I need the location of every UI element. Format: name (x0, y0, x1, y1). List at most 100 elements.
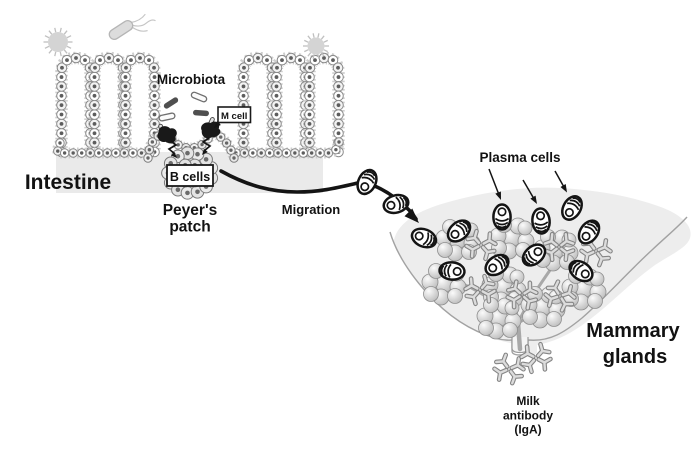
virus-icon (43, 27, 73, 57)
cell-nucleus (219, 135, 223, 139)
cell-nucleus (284, 151, 289, 155)
cell-nucleus (275, 65, 279, 70)
cell-nucleus (152, 112, 157, 117)
cell-nucleus (71, 151, 75, 155)
cell-nucleus (274, 75, 279, 79)
microbiota-rod-icon (163, 97, 179, 109)
cell-nucleus (307, 112, 312, 117)
cell-nucleus (336, 75, 341, 79)
microbiota-rod-icon (158, 112, 176, 122)
cell-nucleus (152, 93, 157, 98)
cell-nucleus (274, 93, 279, 98)
cell-nucleus (122, 151, 127, 155)
cell-nucleus (150, 140, 155, 144)
plasma-cell-icon (380, 191, 412, 217)
migration-label: Migration (282, 202, 341, 217)
plasma-cells-label: Plasma cells (479, 150, 560, 165)
cell-nucleus (274, 121, 279, 126)
cell-nucleus (185, 150, 190, 156)
cell-nucleus (308, 65, 312, 70)
cell-nucleus (97, 151, 101, 155)
alveoli-cluster (476, 297, 522, 340)
microbiota-label: Microbiota (157, 72, 226, 87)
plasma-cell-icon (437, 260, 467, 282)
cell-nucleus (59, 75, 64, 79)
cell-nucleus (256, 56, 260, 60)
cell-nucleus (92, 131, 97, 136)
cell-nucleus (92, 75, 97, 79)
cell-nucleus (242, 151, 247, 155)
cell-nucleus (123, 131, 128, 136)
cell-nucleus (123, 84, 128, 89)
m-cell-label: M cell (221, 111, 247, 122)
cell-nucleus (276, 151, 280, 155)
cell-nucleus (147, 148, 152, 152)
m-cell-dark-icon (157, 123, 177, 144)
cell-nucleus (307, 131, 312, 136)
cell-nucleus (146, 156, 150, 160)
microbiota-rod-icon (190, 91, 208, 103)
cell-nucleus (114, 151, 118, 155)
cell-nucleus (336, 112, 341, 117)
cell-nucleus (309, 151, 314, 155)
cell-nucleus (152, 84, 157, 89)
cell-nucleus (241, 131, 246, 136)
antigen-transfer-arrows (167, 137, 212, 158)
cell-nucleus (152, 103, 157, 108)
cell-nucleus (241, 84, 246, 89)
mammary-glands-label-line2: glands (603, 346, 667, 368)
cell-nucleus (307, 93, 312, 98)
b-cells-box (166, 164, 214, 187)
cell-nucleus (131, 151, 135, 155)
cell-nucleus (98, 58, 102, 63)
cell-nucleus (59, 131, 64, 136)
peyers-patch-label-line2: patch (169, 219, 210, 236)
cell-nucleus (298, 58, 302, 63)
arrowhead (170, 151, 177, 158)
cell-nucleus (56, 149, 60, 153)
cell-nucleus (200, 142, 204, 147)
arrowhead (495, 191, 501, 200)
cell-nucleus (293, 151, 297, 155)
cell-nucleus (265, 58, 269, 63)
cell-nucleus (83, 58, 87, 63)
milk-antibody-label-line3: (IgA) (514, 423, 541, 437)
cell-nucleus (267, 151, 272, 155)
cell-nucleus (241, 103, 246, 108)
b-cells-label: B cells (170, 170, 210, 184)
cell-nucleus (116, 58, 120, 63)
antibody-iga-icon (505, 279, 539, 311)
arrowhead (530, 195, 537, 204)
cell-nucleus (147, 58, 151, 63)
antibody-iga-icon (463, 273, 497, 307)
cell-nucleus (337, 140, 341, 144)
cell-nucleus (274, 103, 279, 108)
cell-nucleus (152, 75, 157, 79)
cell-nucleus (92, 112, 97, 117)
cell-nucleus (301, 151, 305, 155)
label-layer: M cell B cells Intestine Microbiota Peye… (25, 72, 681, 437)
cell-nucleus (313, 58, 317, 63)
arrowhead (214, 121, 221, 128)
drawing-layer (43, 13, 691, 386)
pointer-arrow (554, 170, 565, 188)
cell-nucleus (307, 140, 312, 145)
cell-nucleus (138, 56, 142, 60)
cell-nucleus (105, 151, 110, 155)
antibody-iga-icon (542, 231, 576, 263)
cell-nucleus (107, 56, 111, 60)
cell-nucleus (224, 141, 229, 145)
cell-nucleus (289, 56, 293, 60)
cell-nucleus (259, 151, 263, 155)
cell-nucleus (59, 93, 64, 98)
cell-nucleus (139, 151, 144, 155)
pointer-arrow (488, 168, 500, 195)
milk-antibody-label-line1: Milk (516, 394, 540, 408)
cell-nucleus (195, 189, 200, 195)
cell-nucleus (336, 103, 341, 108)
mammary-gland-outline (389, 216, 688, 356)
cell-nucleus (93, 65, 97, 70)
cell-nucleus (229, 148, 233, 152)
